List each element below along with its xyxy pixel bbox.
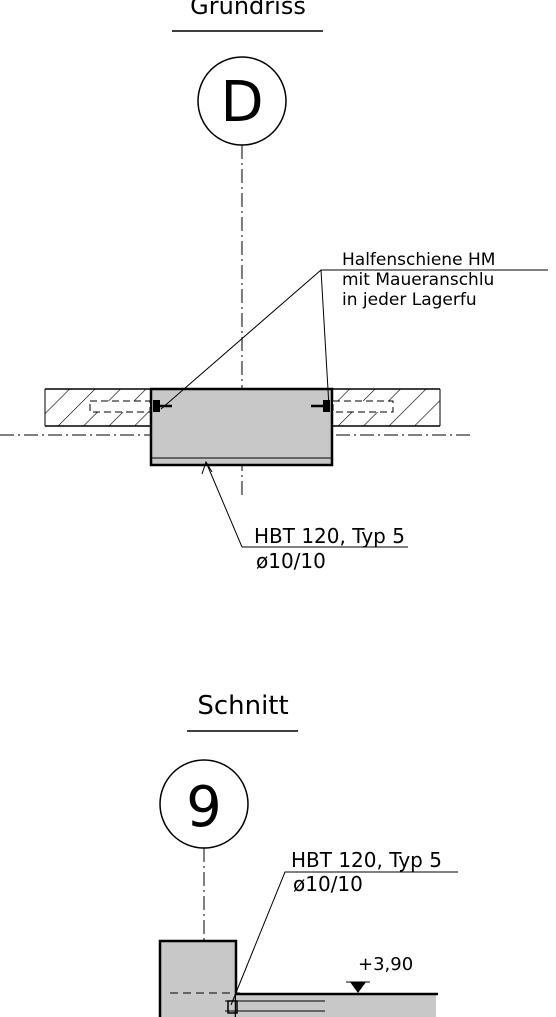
anchor-leader-left: [160, 269, 548, 410]
anchor-leader-right: [320, 269, 330, 408]
plan-column: [149, 387, 334, 467]
plan-title: Grundriss: [190, 0, 306, 20]
plan-view: Grundriss D H: [0, 0, 548, 573]
plan-product-label: HBT 120, Typ 5: [254, 524, 405, 548]
section-column: [158, 939, 238, 1017]
anchor-note-line-3: in jeder Lagerfu: [342, 290, 477, 310]
anchor-rail-right: [311, 400, 394, 413]
section-view: Schnitt 9 +3,90 HBT 120, Typ 5 ø10/10: [158, 691, 458, 1017]
section-marker-label: 9: [186, 775, 222, 840]
level-mark-label: +3,90: [358, 954, 413, 975]
anchor-rail-left: [89, 400, 172, 413]
level-mark-triangle: [350, 982, 366, 993]
section-title: Schnitt: [197, 691, 288, 721]
section-slab: [236, 994, 436, 1017]
section-product-leader: [230, 871, 458, 1006]
anchor-note-line-2: mit Maueranschlu: [342, 270, 494, 290]
anchor-note-line-1: Halfenschiene HM: [342, 250, 495, 270]
section-product-dim: ø10/10: [293, 872, 363, 896]
plan-marker-label: D: [220, 70, 263, 135]
section-product-label: HBT 120, Typ 5: [291, 848, 442, 872]
plan-product-leader: [205, 461, 408, 548]
plan-product-dim: ø10/10: [256, 549, 326, 573]
